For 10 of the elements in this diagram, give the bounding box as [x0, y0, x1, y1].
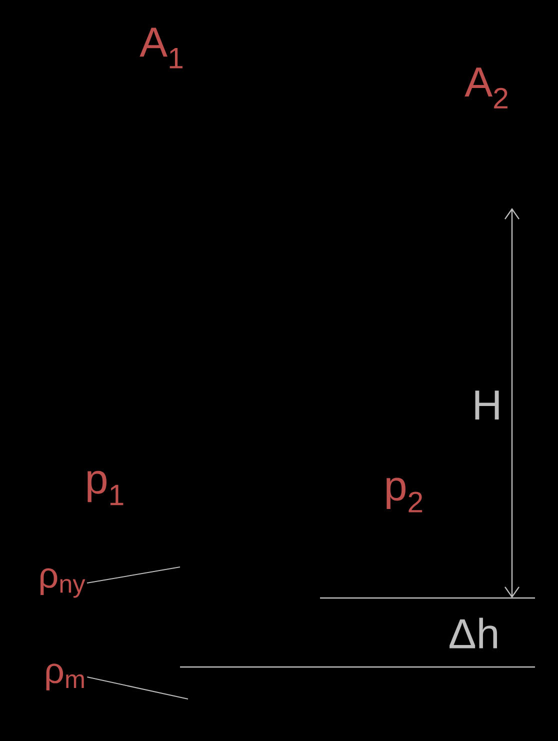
symbol-label: Δh: [450, 618, 497, 648]
symbol-label: ρ$_{ny}$: [40, 568, 86, 598]
leader-line: [86, 676, 188, 700]
symbol-label: A$_{1}$: [140, 28, 182, 68]
symbol-label: p$_{2}$: [386, 478, 422, 512]
symbol-label: A$_{2}$: [464, 68, 508, 108]
symbol-label: p$_{1}$: [88, 470, 124, 506]
leader-line: [86, 566, 180, 584]
symbol-label: ρ$_{m}$: [46, 664, 84, 690]
symbol-label: H: [475, 390, 499, 420]
